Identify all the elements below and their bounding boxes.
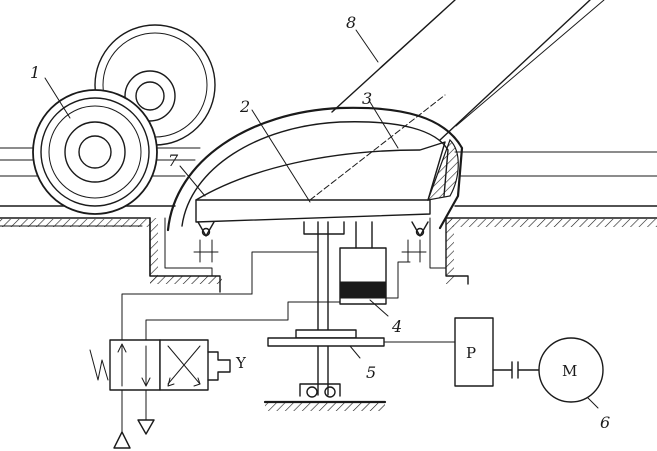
callout-1: 1	[30, 63, 40, 82]
supply-symbols	[113, 419, 155, 449]
turntable	[263, 329, 456, 411]
pivot-supports	[193, 221, 429, 263]
callout-5: 5	[366, 363, 376, 382]
pump-label: P	[466, 344, 476, 362]
pump-motor	[454, 317, 604, 403]
chute-frame	[309, 0, 605, 201]
central-column	[303, 221, 387, 396]
leader-lines	[44, 29, 599, 409]
solenoid-label: Y	[235, 354, 247, 372]
directional-valve	[89, 339, 231, 391]
motor-label: M	[562, 362, 577, 380]
callout-3: 3	[362, 89, 372, 108]
callout-8: 8	[346, 13, 356, 32]
floor-with-pit	[0, 217, 657, 293]
callout-4: 4	[391, 317, 402, 336]
housing-dome	[166, 106, 464, 232]
hydraulic-lines	[121, 251, 411, 433]
wheel-pair	[32, 24, 216, 215]
tilting-platform	[195, 138, 459, 223]
callout-7: 7	[168, 151, 179, 170]
callout-2: 2	[239, 97, 250, 116]
callout-6: 6	[600, 413, 610, 432]
